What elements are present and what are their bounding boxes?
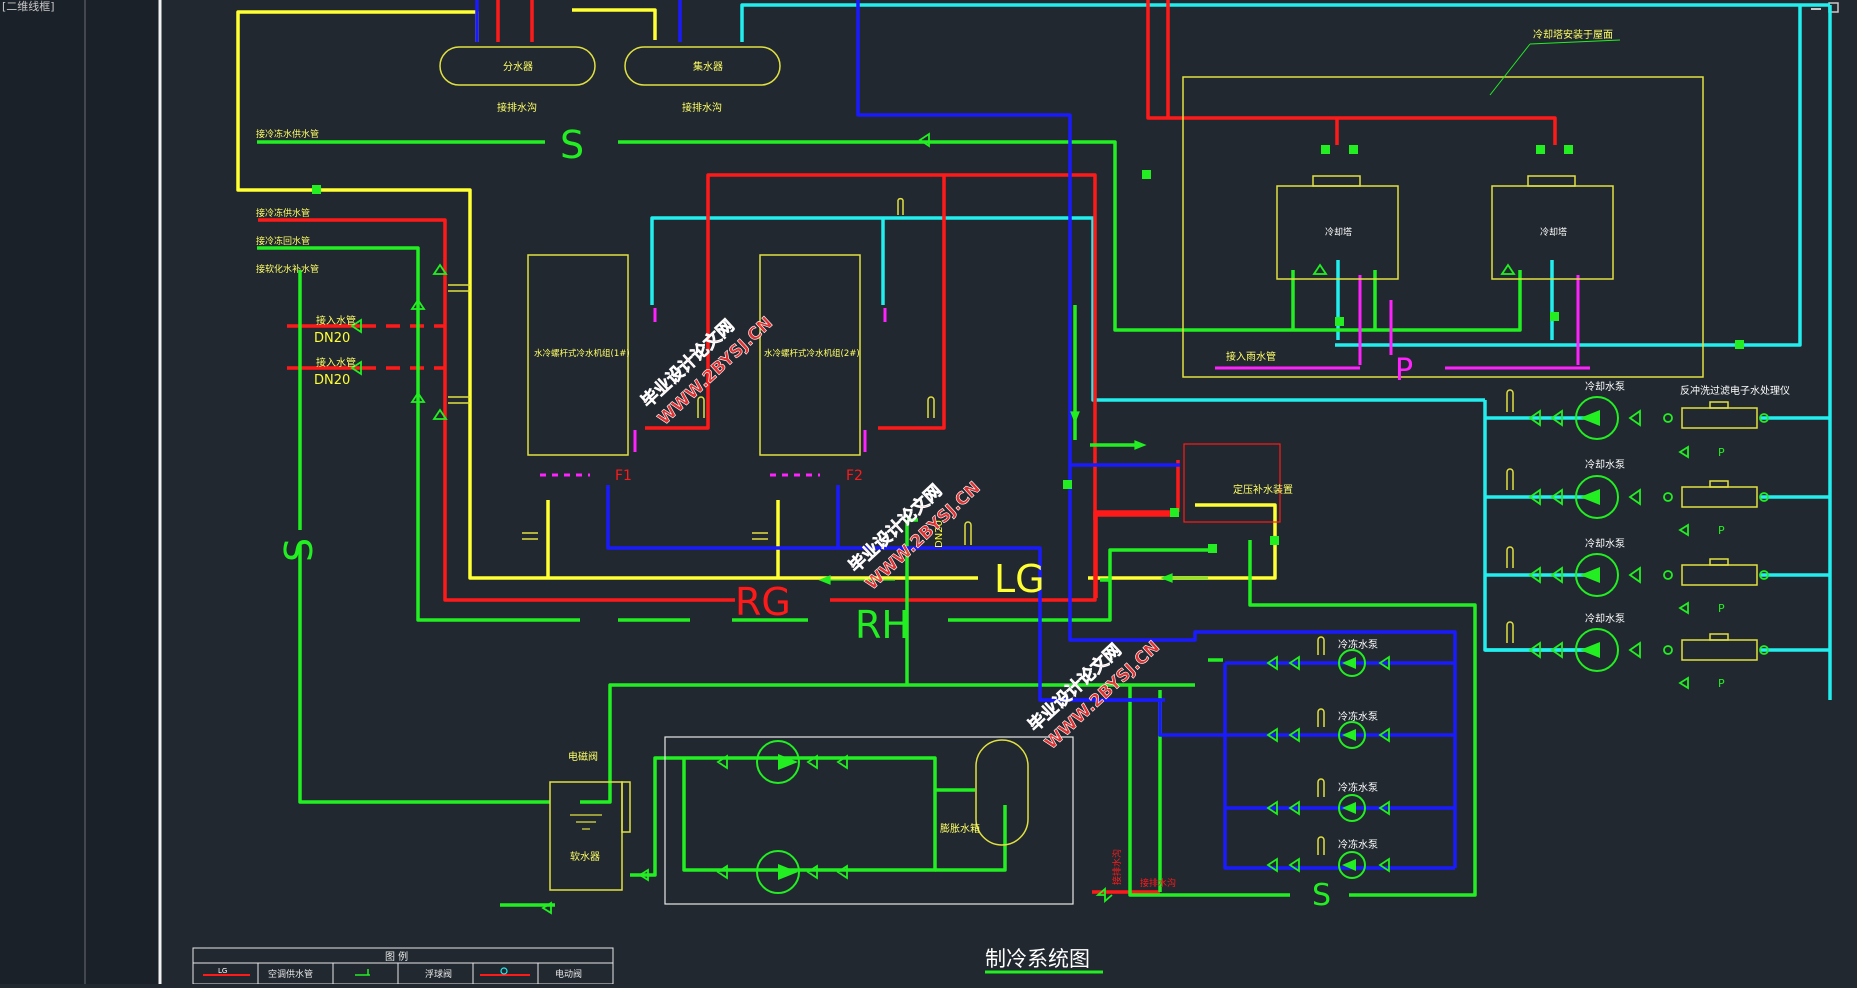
roof-drain-label: 接入雨水管 [1226,350,1276,363]
legend-table: 图 例 LG 空调供水管 浮球阀 电动阀 [192,947,614,985]
viewport-label[interactable]: [二维线框] [2,0,55,13]
legend-supply-pipe: 空调供水管 [268,968,313,980]
legend-code-lg: LG [218,967,227,975]
pipe-code-lg: LG [994,557,1045,601]
supply-main-label: 接冷冻水供水管 [256,128,319,140]
drain-label-2: 接排水沟 [682,101,722,114]
cooling-pump-label-3: 冷却水泵 [1585,537,1625,550]
chiller-2-label: 水冷螺杆式冷水机组(2#) [764,348,860,359]
return-to-label: 接冷冻回水管 [256,235,310,247]
collector-label: 集水器 [693,60,723,73]
pipe-code-rg: RG [735,580,791,624]
f2-label: F2 [846,468,863,484]
legend-header: 图 例 [385,950,408,963]
pipe-code-s-top: S [560,123,584,167]
chilled-pump-label-3: 冷冻水泵 [1338,781,1378,794]
expansion-tank-label: 膨胀水箱 [940,822,980,835]
yellow-pipes [236,8,1277,580]
soft-to-label: 接软化水补水管 [256,263,319,275]
p-mark-2: P [1718,524,1725,537]
chilled-pump-label-1: 冷冻水泵 [1338,638,1378,651]
drain-red-label-2: 接排水沟 [1140,877,1176,889]
distributor-label: 分水器 [503,61,533,73]
red-pipes [258,0,1557,894]
cooling-pump-label-1: 冷却水泵 [1585,380,1625,393]
cooling-tower-2-label: 冷却塔 [1540,226,1567,238]
p-mark-3: P [1718,602,1725,615]
dn20-label-3: DN20 [934,520,945,548]
electrode-valve-label: 电磁阀 [568,750,598,763]
drain-red-label-1: 接排水沟 [1111,849,1123,885]
magenta-pipes [540,275,1590,477]
drain-label-1: 接排水沟 [497,101,537,114]
pipe-code-p: P [1395,353,1413,388]
cyan-pipes [650,3,1832,700]
pumps [756,396,1619,894]
tower-note-label: 冷却塔安装于屋面 [1533,28,1613,41]
legend-electric-valve: 电动阀 [555,968,582,980]
water-treatment-label: 反冲洗过滤电子水处理仪 [1680,384,1790,397]
chilled-pump-label-2: 冷冻水泵 [1338,710,1378,723]
blue-pipes [475,0,1457,870]
make-up-device-label: 定压补水装置 [1233,483,1293,496]
chiller-1-label: 水冷螺杆式冷水机组(1#) [534,348,630,359]
inlet-label-1: 接入水管 [316,314,356,327]
pipe-code-s-left: S [277,538,321,562]
chilled-pump-label-4: 冷冻水泵 [1338,838,1378,851]
pipe-code-s-bottom: S [1312,878,1331,913]
drawing-title: 制冷系统图 [985,947,1090,971]
dn20-label-1: DN20 [314,331,350,346]
p-mark-1: P [1718,446,1725,459]
cooling-pump-label-4: 冷却水泵 [1585,612,1625,625]
dn20-label-2: DN20 [314,373,350,388]
cooling-pump-label-2: 冷却水泵 [1585,458,1625,471]
inlet-label-2: 接入水管 [316,356,356,369]
valves [350,132,1769,915]
supply-to-label: 接冷冻供水管 [256,207,310,219]
equipment [439,46,1758,891]
cooling-tower-1-label: 冷却塔 [1325,226,1352,238]
pipe-code-rh: RH [855,603,910,647]
softener-label: 软水器 [570,850,600,863]
p-mark-4: P [1718,677,1725,690]
legend-float-valve: 浮球阀 [425,968,452,980]
f1-label: F1 [615,468,632,484]
